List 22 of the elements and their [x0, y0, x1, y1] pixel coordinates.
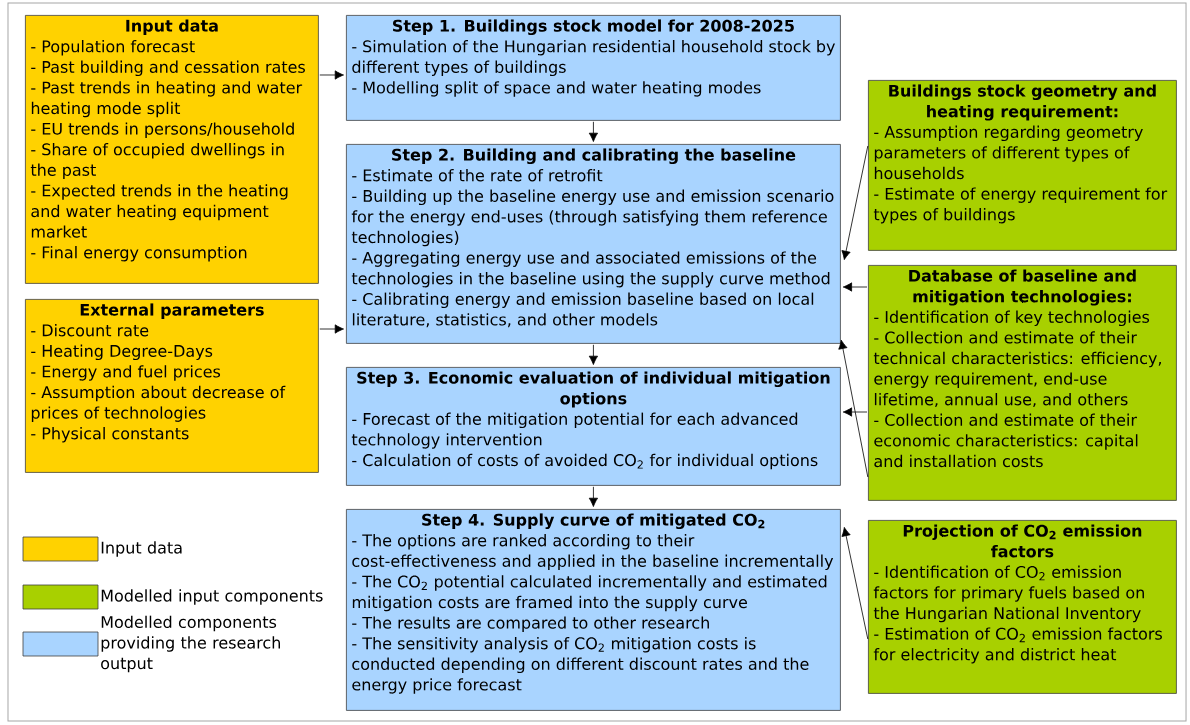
arrow [838, 339, 869, 478]
arrow [841, 527, 869, 640]
legend-label: Input data [101, 541, 182, 557]
arrow [842, 282, 868, 292]
legend-label: Modelled components providing the research output [101, 615, 280, 673]
arrow [319, 70, 344, 80]
arrow [842, 407, 868, 417]
component-box: Buildings stock geometry and heating requirement: - Assumption regarding geometry parameters of different types of households - Estimate of energy requirement for types of buildings [868, 80, 1177, 251]
input-box: Input data - Population forecast - Past building and cessation rates - Past trends in heating and water heating mode split - EU trends in persons/household - Share of occupied dwellings in the past - Expected trends in the heating and water heating equipment market - Final energy consumption [25, 15, 319, 284]
step-box: Step 3. Economic evaluation of individual mitigation options - Forecast of the mitigation potential for each advanced technology intervention - Calculation of costs of avoided CO$_{2}$ for individual options [346, 367, 841, 486]
step-box: Step 2. Building and calibrating the baseline - Estimate of the rate of retrofit - Building up the baseline energy use and emission scenario for the energy end-uses (through satisfying them reference technologies) - Aggregating energy use and associated emissions of the technologies in the baseline using the supply curve method - Calibrating energy and emission baseline based on local literature, statistics, and other models [346, 144, 841, 344]
legend-label: Modelled input components [101, 589, 323, 605]
arrow [319, 324, 344, 334]
arrow [588, 486, 598, 507]
component-box: Projection of CO$_{2}$ emission factors - Identification of CO$_{2}$ emission factors for primary fuels based on the Hungarian National Inventory - Estimation of CO$_{2}$ emission factors for electricity and district heat [868, 520, 1177, 694]
input-box: External parameters - Discount rate - Heating Degree-Days - Energy and fuel prices - Assumption about decrease of prices of technologies - Physical constants [25, 299, 319, 473]
arrow [841, 145, 869, 260]
component-box: Database of baseline and mitigation technologies: - Identification of key technologies - Collection and estimate of their technical characteristics: efficiency, energy requirement, end-use lifetime, annual use, and others - Collection and estimate of their economic characteristics: capital and installation costs [868, 265, 1177, 501]
arrow [588, 344, 598, 365]
arrow [588, 121, 598, 142]
step-box: Step 4. Supply curve of mitigated CO$_{2}$ - The options are ranked according to their cost-effectiveness and applied in the baseline incrementally - The CO$_{2}$ potential calculated incrementally and estimated mitigation costs are framed into the supply curve - The results are compared to other research - The sensitivity analysis of CO$_{2}$ mitigation costs is conducted depending on different discount rates and the energy price forecast [346, 509, 841, 711]
step-box: Step 1. Buildings stock model for 2008-2025 - Simulation of the Hungarian residential household stock by different types of buildings - Modelling split of space and water heating modes [346, 15, 841, 121]
